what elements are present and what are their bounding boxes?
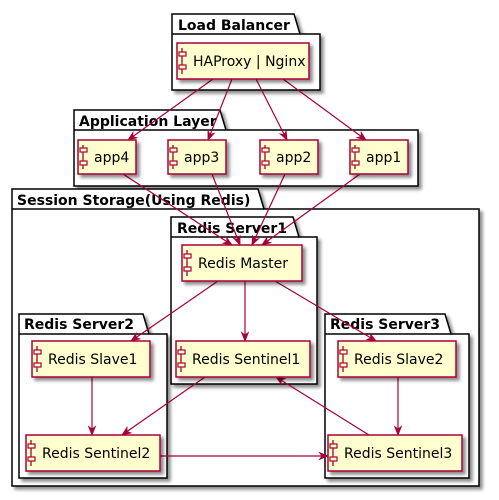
package-title: Application Layer: [79, 114, 217, 130]
component-label: Redis Sentinel3: [344, 446, 452, 462]
component-icon: [261, 145, 270, 169]
component-label: app4: [94, 150, 129, 166]
component-icon: [79, 145, 88, 169]
package-title: Session Storage(Using Redis): [17, 193, 250, 209]
edge-redis-master-to-redis-slave1: [130, 280, 219, 342]
component-label: app1: [366, 150, 401, 166]
component-icon: [177, 346, 186, 372]
edge-redis-master-to-redis-slave2: [274, 280, 377, 342]
edge-haproxy-to-app1: [282, 78, 367, 141]
component-icon: [33, 346, 42, 372]
component-app1: app1: [349, 139, 409, 175]
edge-redis-sentinel1-to-redis-sentinel2: [121, 376, 206, 436]
component-app4: app4: [77, 139, 137, 175]
edge-app2-to-redis-master: [251, 173, 286, 246]
component-haproxy: HAProxy | Nginx: [176, 42, 310, 80]
component-icon: [27, 440, 36, 466]
component-icon: [178, 48, 187, 74]
package-title: Redis Server1: [177, 221, 287, 237]
component-label: app2: [276, 150, 311, 166]
component-label: Redis Sentinel2: [42, 446, 150, 462]
component-label: Redis Slave1: [48, 352, 137, 368]
component-icon: [183, 250, 192, 276]
component-label: app3: [184, 150, 219, 166]
component-redis-sentinel2: Redis Sentinel2: [25, 434, 161, 472]
component-app2: app2: [259, 139, 319, 175]
component-app3: app3: [167, 139, 227, 175]
package-title: Redis Server3: [330, 317, 440, 333]
component-icon: [329, 440, 338, 466]
component-icon: [339, 346, 348, 372]
component-label: HAProxy | Nginx: [193, 54, 305, 70]
component-redis-sentinel1: Redis Sentinel1: [175, 340, 311, 378]
component-label: Redis Sentinel1: [192, 352, 300, 368]
edge-app1-to-redis-master: [261, 173, 361, 246]
edge-haproxy-to-app4: [127, 78, 214, 141]
component-redis-master: Redis Master: [181, 244, 303, 282]
component-redis-slave1: Redis Slave1: [31, 340, 151, 378]
edge-redis-sentinel3-to-redis-sentinel1: [275, 376, 370, 436]
edge-app3-to-redis-master: [211, 173, 241, 247]
component-redis-sentinel3: Redis Sentinel3: [327, 434, 463, 472]
package-title: Load Balancer: [178, 18, 290, 34]
edge-app4-to-redis-master: [122, 173, 233, 246]
component-icon: [351, 145, 360, 169]
edge-haproxy-to-app3: [207, 78, 233, 142]
package-title: Redis Server2: [24, 317, 134, 333]
package-application-layer: Application Layer: [73, 109, 419, 187]
component-label: Redis Slave2: [354, 352, 443, 368]
component-redis-slave2: Redis Slave2: [337, 340, 457, 378]
component-label: Redis Master: [198, 256, 288, 272]
edge-haproxy-to-app2: [255, 78, 288, 141]
component-icon: [169, 145, 178, 169]
